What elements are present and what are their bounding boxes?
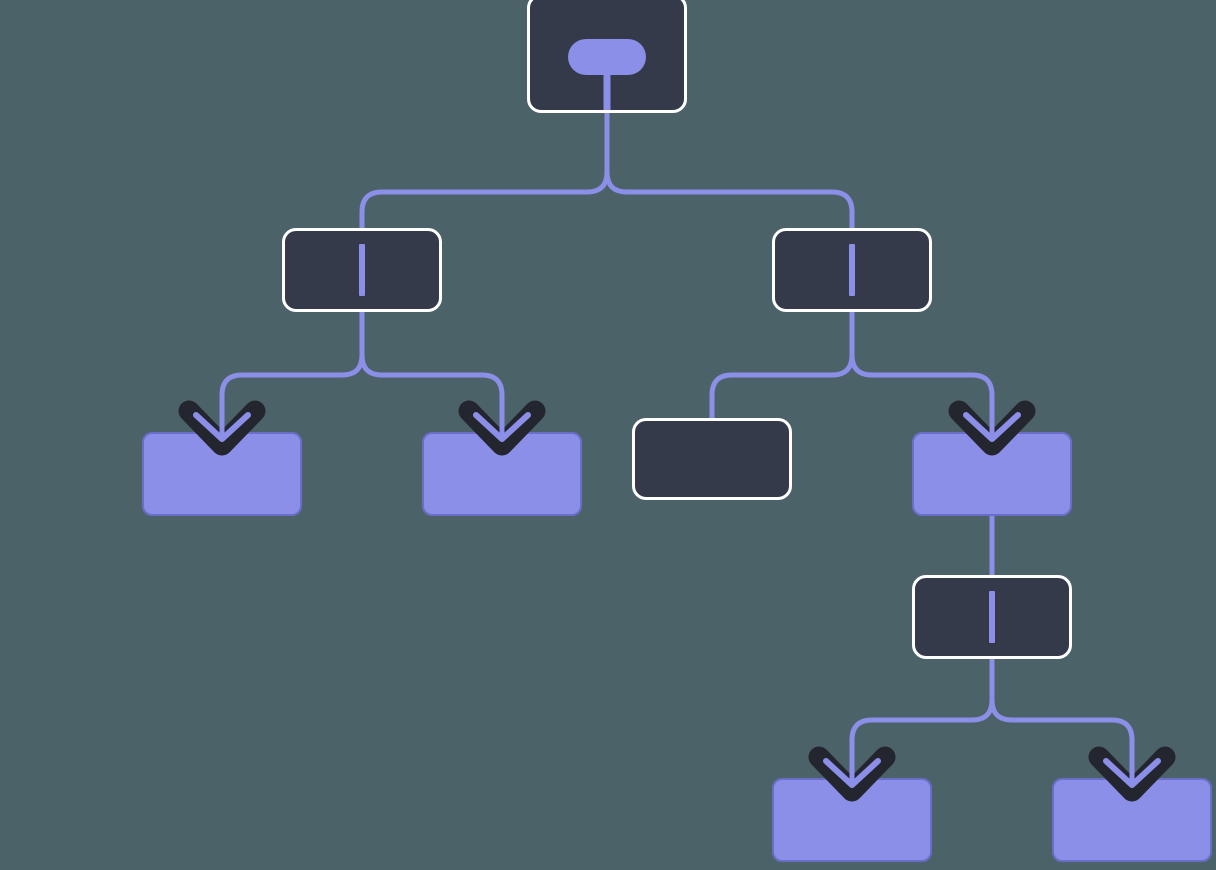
node-n-r2[interactable]	[632, 418, 792, 500]
root-stem-icon	[603, 73, 611, 110]
root-pill-icon	[568, 39, 646, 75]
node-leaf-d[interactable]	[772, 778, 932, 862]
node-n-r3[interactable]	[912, 575, 1072, 659]
edge-p-l1-a	[219, 312, 365, 432]
node-leaf-e[interactable]	[1052, 778, 1212, 862]
node-passthrough-line	[849, 244, 855, 296]
edge-p-r1-c	[849, 312, 995, 432]
edge-p-root-bus	[359, 113, 610, 228]
node-leaf-c[interactable]	[912, 432, 1072, 516]
node-passthrough-line	[359, 244, 365, 296]
edge-p-r1-r2	[709, 312, 855, 418]
node-passthrough-line	[989, 591, 995, 643]
edge-p-r3-d	[849, 659, 995, 778]
node-n-l1[interactable]	[282, 228, 442, 312]
node-root[interactable]	[527, 0, 687, 113]
node-leaf-b[interactable]	[422, 432, 582, 516]
node-n-r1[interactable]	[772, 228, 932, 312]
edge-p-r3-e	[989, 659, 1135, 778]
edge-p-l1-b	[359, 312, 505, 432]
node-leaf-a[interactable]	[142, 432, 302, 516]
edge-p-root-bus-r	[604, 113, 855, 228]
